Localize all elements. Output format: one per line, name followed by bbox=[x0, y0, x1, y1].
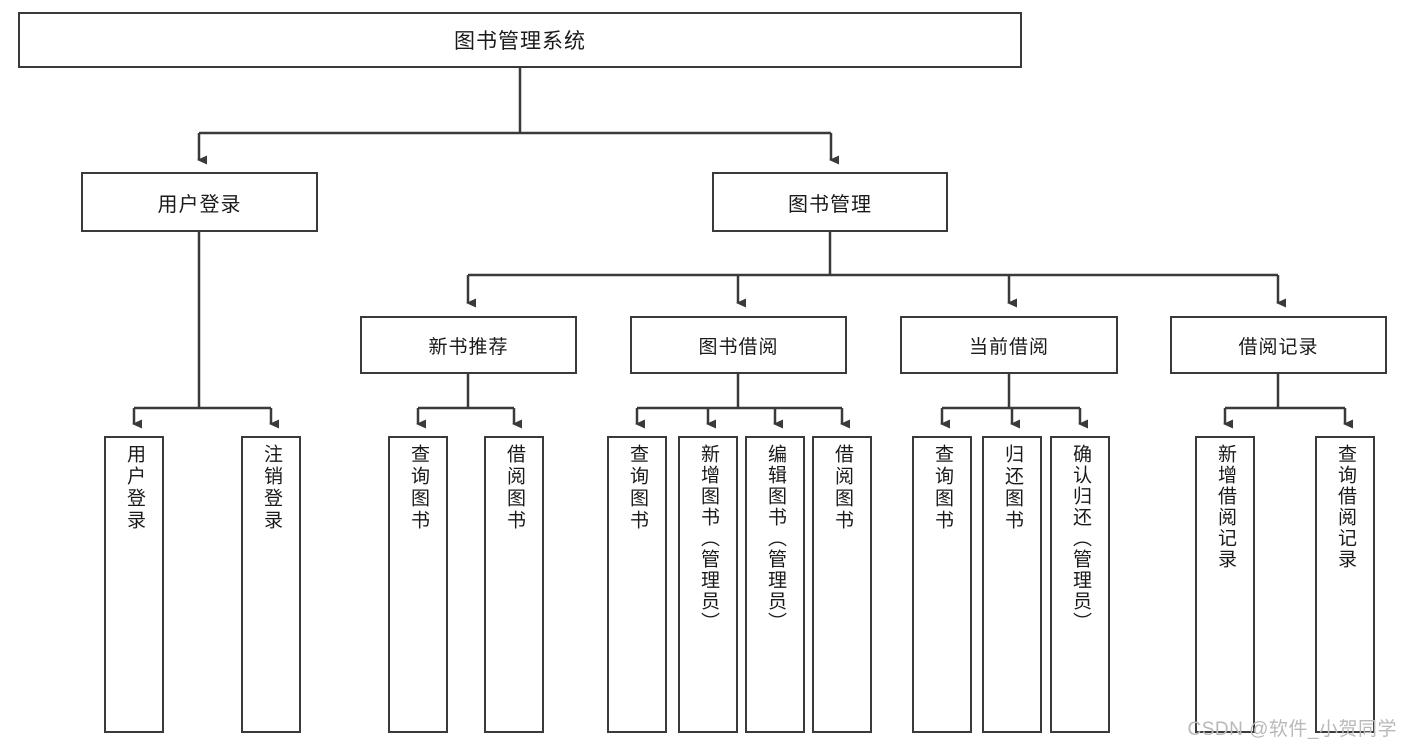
node-label: 查询图书 bbox=[407, 444, 429, 532]
leaf-user-login-logout[interactable]: 注销登录 bbox=[241, 436, 301, 733]
node-label: 图书管理 bbox=[788, 193, 872, 216]
node-label: 借阅记录 bbox=[1238, 336, 1319, 358]
node-label: 图书管理系统 bbox=[454, 30, 586, 53]
node-label: 用户登录 bbox=[157, 193, 242, 216]
node-label: 新增图书（管理员） bbox=[697, 444, 719, 633]
node-label: 新增借阅记录 bbox=[1214, 444, 1236, 570]
leaf-borrow-edit-book-admin[interactable]: 编辑图书（管理员） bbox=[745, 436, 805, 733]
node-label: 查询图书 bbox=[931, 444, 953, 532]
leaf-record-query-record[interactable]: 查询借阅记录 bbox=[1315, 436, 1375, 733]
leaf-new-book-query[interactable]: 查询图书 bbox=[388, 436, 448, 733]
node-label: 用户登录 bbox=[123, 444, 145, 532]
node-book-management[interactable]: 图书管理 bbox=[712, 172, 948, 232]
node-label: 查询图书 bbox=[626, 444, 648, 532]
node-user-login[interactable]: 用户登录 bbox=[81, 172, 318, 232]
leaf-borrow-borrow-book[interactable]: 借阅图书 bbox=[812, 436, 872, 733]
leaf-user-login-login[interactable]: 用户登录 bbox=[104, 436, 164, 733]
watermark-text: CSDN @软件_小贺同学 bbox=[1187, 719, 1397, 740]
leaf-current-confirm-return-admin[interactable]: 确认归还（管理员） bbox=[1050, 436, 1110, 733]
node-borrow-record[interactable]: 借阅记录 bbox=[1170, 316, 1387, 374]
node-label: 注销登录 bbox=[260, 444, 282, 532]
node-book-borrow[interactable]: 图书借阅 bbox=[630, 316, 847, 374]
node-label: 新书推荐 bbox=[428, 336, 509, 358]
node-current-borrow[interactable]: 当前借阅 bbox=[900, 316, 1118, 374]
node-label: 确认归还（管理员） bbox=[1069, 444, 1091, 633]
leaf-borrow-query-book[interactable]: 查询图书 bbox=[607, 436, 667, 733]
leaf-new-book-borrow[interactable]: 借阅图书 bbox=[484, 436, 544, 733]
node-root-system[interactable]: 图书管理系统 bbox=[18, 12, 1022, 68]
leaf-record-add-record[interactable]: 新增借阅记录 bbox=[1195, 436, 1255, 733]
node-label: 图书借阅 bbox=[698, 336, 779, 358]
node-label: 查询借阅记录 bbox=[1334, 444, 1356, 570]
node-label: 编辑图书（管理员） bbox=[764, 444, 786, 633]
leaf-current-query-book[interactable]: 查询图书 bbox=[912, 436, 972, 733]
node-label: 借阅图书 bbox=[831, 444, 853, 532]
node-new-book-recommend[interactable]: 新书推荐 bbox=[360, 316, 577, 374]
node-label: 归还图书 bbox=[1001, 444, 1023, 532]
node-label: 当前借阅 bbox=[968, 336, 1049, 358]
node-label: 借阅图书 bbox=[503, 444, 525, 532]
leaf-current-return-book[interactable]: 归还图书 bbox=[982, 436, 1042, 733]
leaf-borrow-add-book-admin[interactable]: 新增图书（管理员） bbox=[678, 436, 738, 733]
